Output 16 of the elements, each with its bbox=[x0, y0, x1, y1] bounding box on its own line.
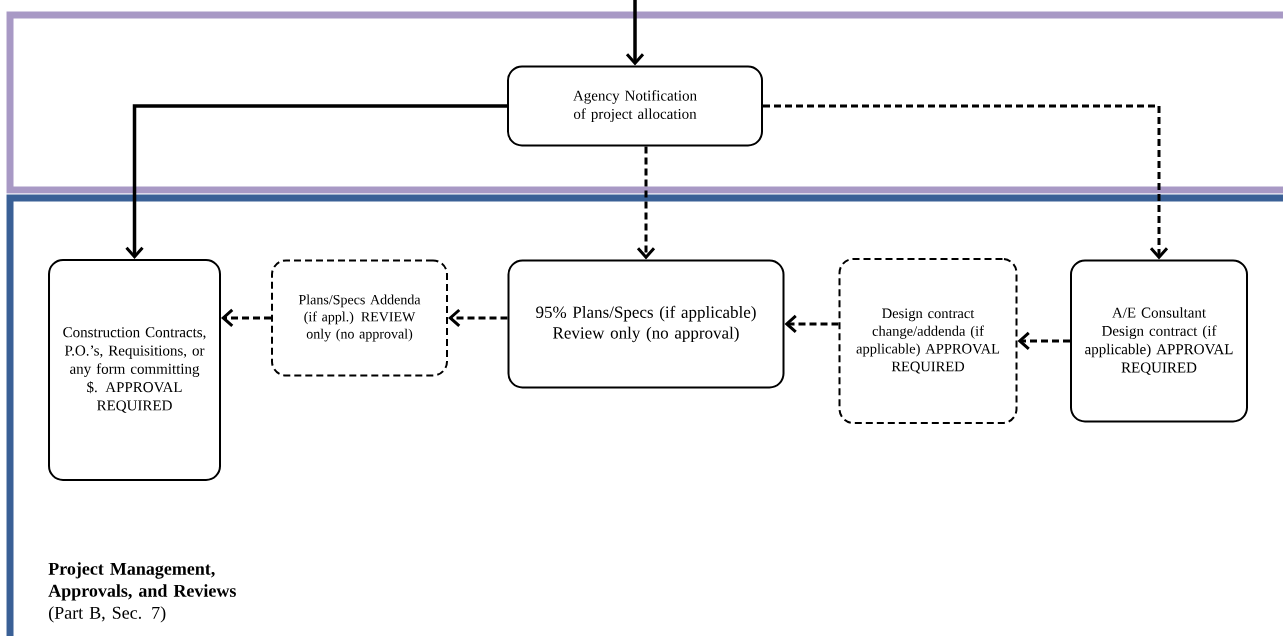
panel-title: Project Management, Approvals, and Reviews (Part B, Sec. 7) bbox=[48, 562, 236, 623]
arrow bbox=[448, 308, 508, 328]
panel-frame bbox=[6, 11, 1283, 194]
arrow bbox=[221, 308, 271, 328]
process-box: Construction Contracts, P.O.’s, Requisitions, or any form committing $. APPROVAL REQUIRED bbox=[48, 259, 221, 481]
process-box: 95% Plans/Specs (if applicable) Review only (no approval) bbox=[507, 259, 785, 389]
arrow bbox=[763, 104, 1169, 260]
arrow bbox=[636, 146, 656, 260]
process-box: Design contract change/addenda (if applicable) APPROVAL REQUIRED bbox=[838, 258, 1018, 424]
arrow bbox=[125, 104, 507, 259]
process-box: Plans/Specs Addenda (if appl.) REVIEW only (no approval) bbox=[271, 259, 448, 377]
arrow bbox=[625, 0, 645, 66]
arrow bbox=[1017, 331, 1070, 351]
process-box: Agency Notification of project allocation bbox=[507, 65, 763, 147]
process-box: A/E Consultant Design contract (if applicable) APPROVAL REQUIRED bbox=[1070, 259, 1248, 423]
arrow bbox=[784, 314, 839, 334]
